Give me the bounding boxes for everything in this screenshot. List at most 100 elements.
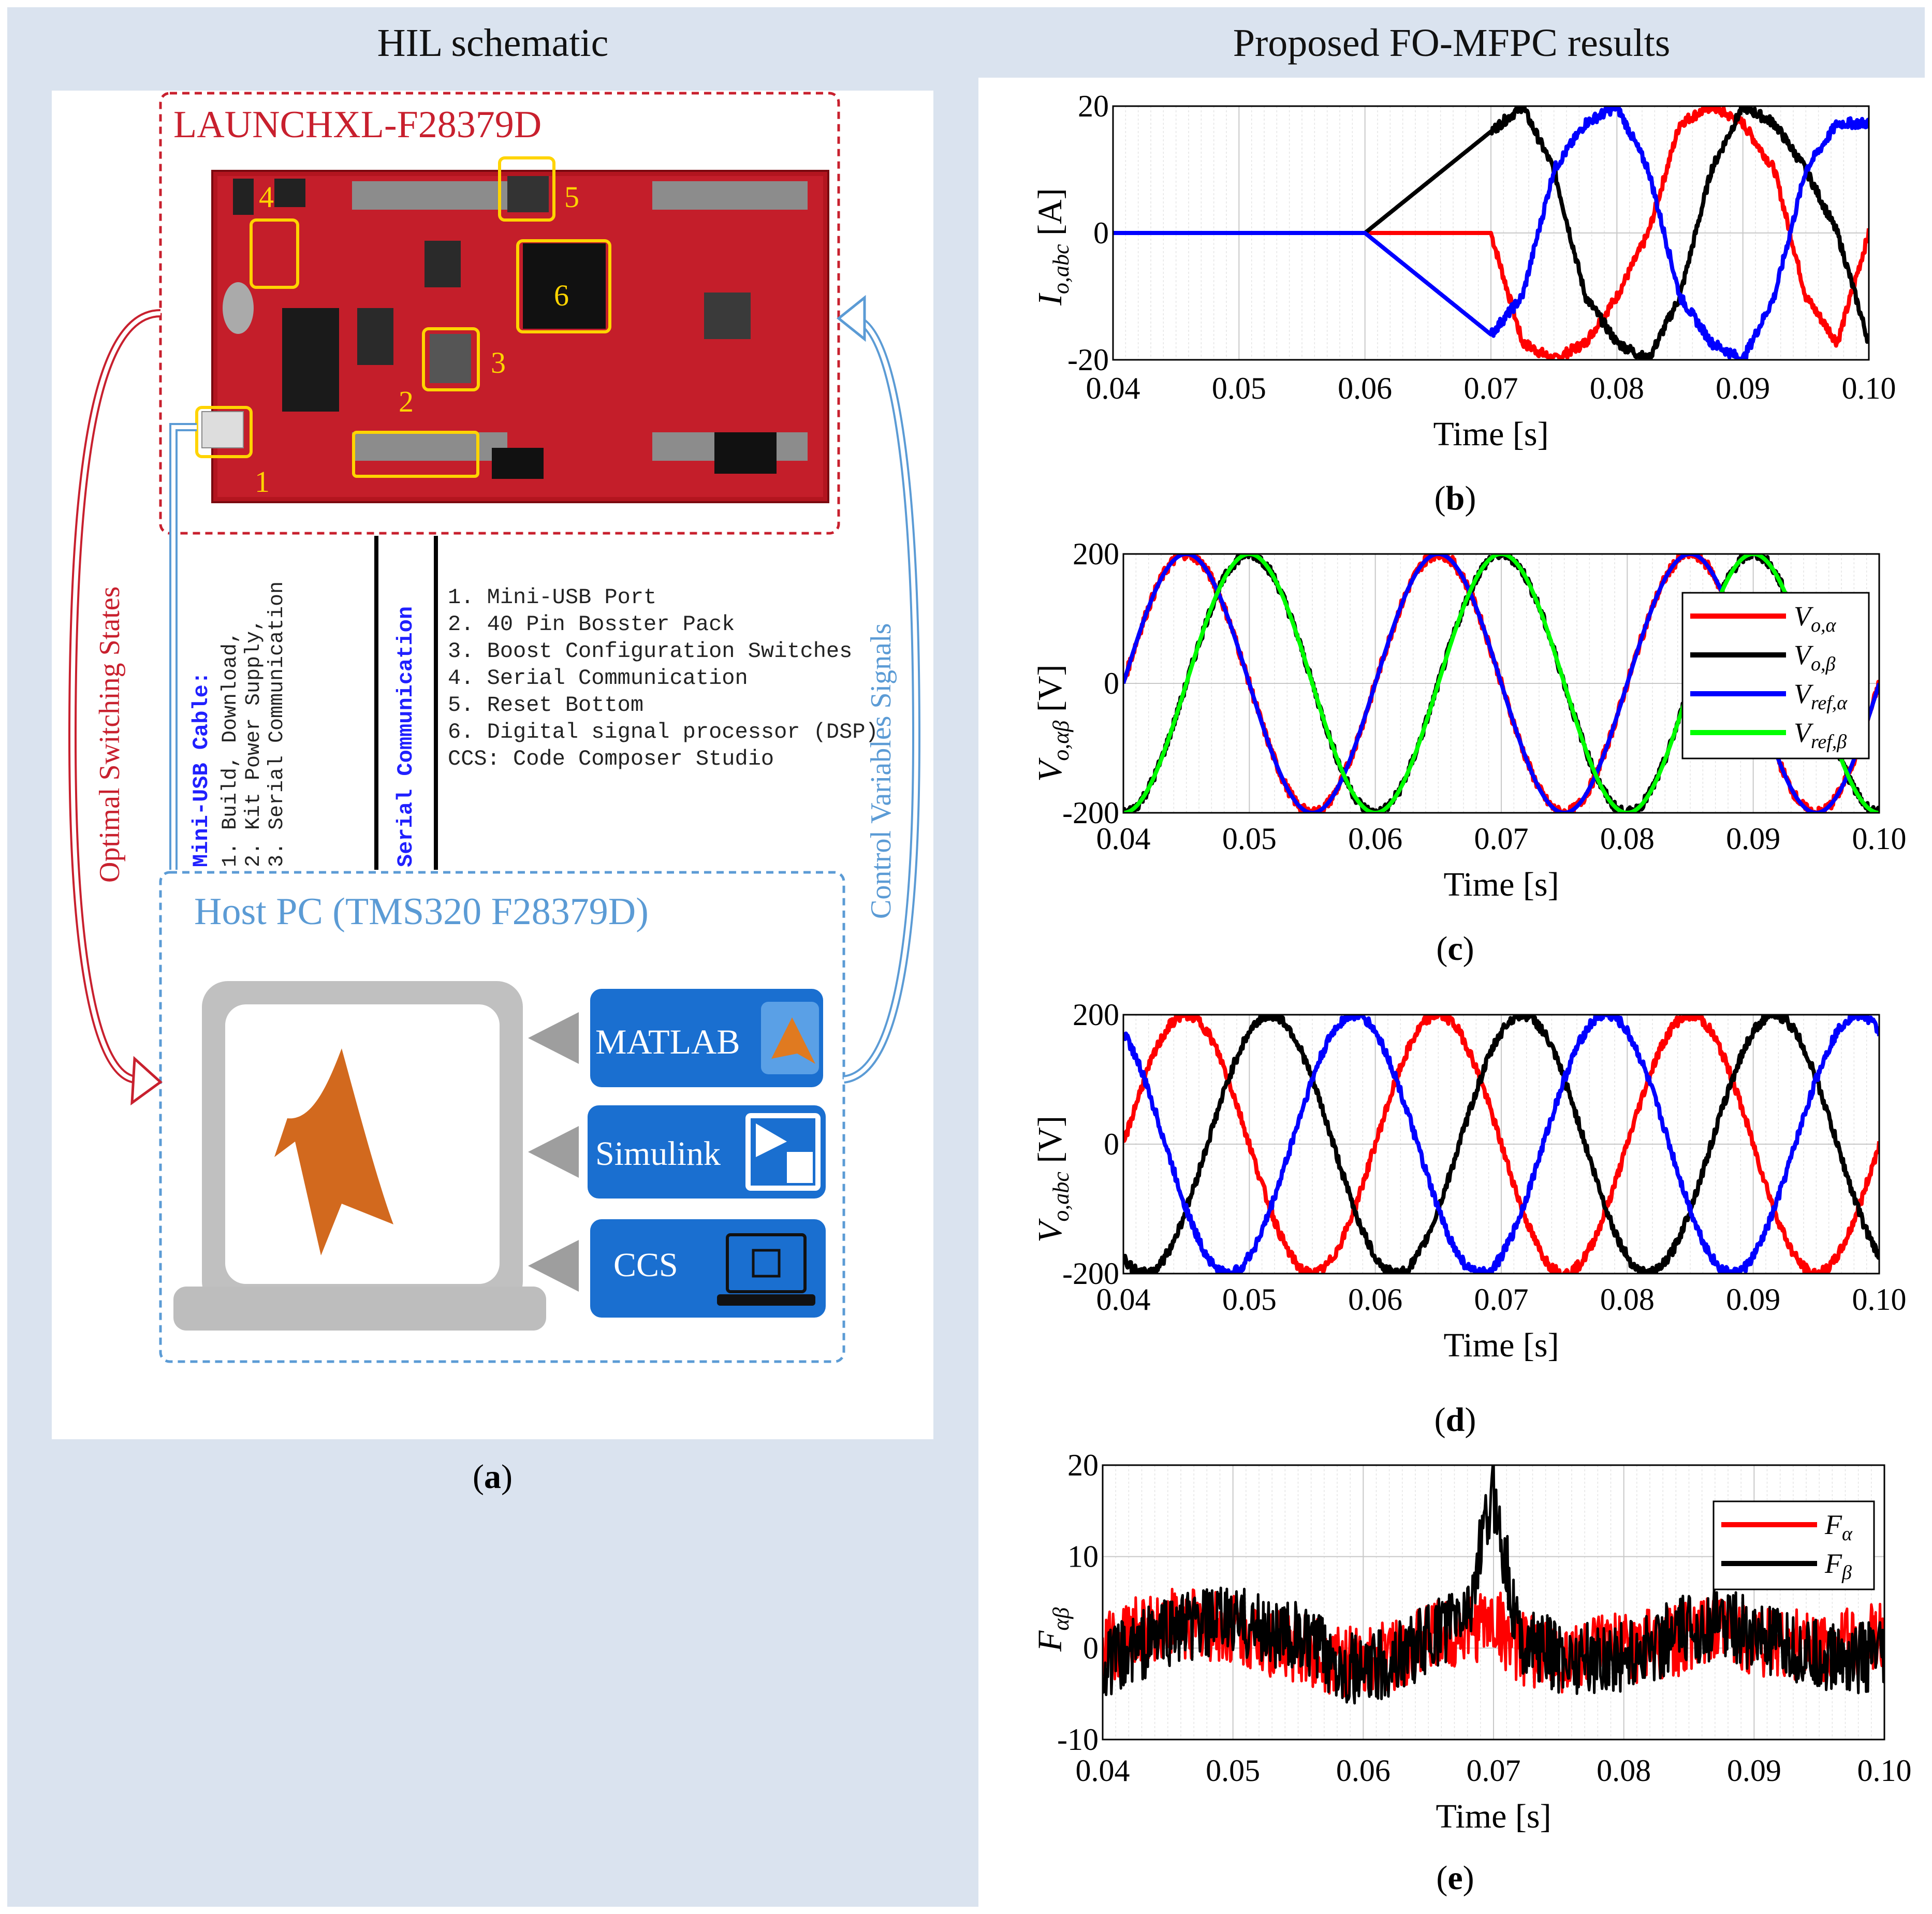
tool-matlab: MATLAB	[590, 989, 823, 1087]
legend-item-3: 3. Boost Configuration Switches	[448, 639, 852, 664]
legend-box	[1713, 1500, 1875, 1590]
legend-item-5: 5. Reset Bottom	[448, 693, 643, 718]
x-tick-label: 0.07	[1474, 822, 1529, 856]
tool-simulink-label: Simulink	[595, 1135, 721, 1173]
x-tick-label: 0.10	[1852, 1282, 1907, 1317]
series-0-line	[1123, 1015, 1879, 1274]
usb-item-3: 3. Serial Communication	[266, 581, 289, 867]
marker-1: 1	[255, 465, 270, 499]
serial-communication-label: Serial Communication	[393, 606, 418, 867]
y-tick-label: 10	[1067, 1540, 1099, 1574]
y-tick-label: 200	[1073, 538, 1119, 571]
hil-schematic-diagram: LAUNCHXL-F28379D 1	[68, 92, 921, 1363]
legend-item-1: 1. Mini-USB Port	[448, 585, 656, 610]
x-tick-label: 0.09	[1716, 371, 1770, 405]
caption-e: (e)	[1436, 1859, 1474, 1897]
left-panel-title: HIL schematic	[377, 21, 609, 65]
optimal-switching-label: Optimal Switching States	[94, 587, 126, 883]
host-pc-boundary	[159, 871, 845, 1363]
tool-ccs-label: CCS	[613, 1246, 678, 1284]
legend-label: Fβ	[1824, 1548, 1852, 1584]
x-tick-label: 0.04	[1076, 1754, 1130, 1788]
legend-label: Vref,β	[1794, 717, 1847, 753]
x-tick-label: 0.04	[1096, 822, 1151, 856]
chart-b-ylabel: Io,abc [A]	[1031, 188, 1074, 306]
usb-item-2: 2. Kit Power Supply,	[242, 619, 266, 867]
chart-e-series	[1103, 1465, 1884, 1705]
x-tick-label: 0.06	[1348, 1282, 1402, 1317]
x-tick-label: 0.10	[1857, 1754, 1912, 1788]
x-tick-label: 0.05	[1222, 822, 1277, 856]
control-signals-arrow	[836, 295, 921, 1084]
arrow-simulink-icon	[528, 1126, 579, 1178]
results-area	[978, 78, 1932, 1907]
legend-label: Fα	[1824, 1509, 1853, 1545]
launchpad-board-image	[195, 156, 829, 503]
chart-d-series	[1123, 1015, 1879, 1274]
caption-b: (b)	[1434, 479, 1476, 517]
marker-2: 2	[399, 385, 414, 418]
x-tick-label: 0.09	[1727, 1754, 1781, 1788]
tool-simulink: Simulink	[588, 1105, 826, 1199]
caption-d: (d)	[1434, 1401, 1476, 1439]
legend-item-ccs: CCS: Code Composer Studio	[448, 747, 774, 771]
chart-e-xlabel: Time [s]	[1436, 1798, 1551, 1835]
chart-e-frame	[1102, 1464, 1885, 1741]
y-tick-label: -10	[1057, 1722, 1099, 1757]
caption-c: (c)	[1436, 930, 1474, 968]
x-tick-label: 0.07	[1467, 1754, 1521, 1788]
series-vo-line	[1123, 554, 1879, 813]
legend-label: Vo,α	[1794, 601, 1837, 636]
x-tick-label: 0.07	[1474, 1282, 1529, 1317]
arrow-ccs-icon	[528, 1240, 579, 1292]
laptop-chip-icon	[717, 1233, 815, 1306]
board-markers: 1 2 3 4 5 6	[255, 180, 579, 499]
x-tick-label: 0.07	[1464, 371, 1518, 405]
x-tick-label: 0.08	[1600, 822, 1655, 856]
y-tick-label: 0	[1083, 1631, 1099, 1665]
chart-c-xlabel: Time [s]	[1443, 866, 1559, 903]
x-tick-label: 0.09	[1726, 1282, 1780, 1317]
tool-ccs: CCS	[590, 1219, 826, 1318]
board-title: LAUNCHXL-F28379D	[173, 104, 541, 146]
chart-c-ylabel: Vo,αβ [V]	[1031, 665, 1074, 782]
chart-e-yticks: -10 0 10 20	[1057, 1450, 1099, 1757]
chart-d-frame	[1122, 1014, 1880, 1275]
series-2-line	[1123, 1015, 1879, 1274]
y-tick-label: 200	[1073, 999, 1119, 1032]
x-tick-label: 0.08	[1600, 1282, 1655, 1317]
chart-b-series	[1113, 106, 1869, 360]
series-f-line	[1103, 1465, 1884, 1705]
legend-label: Vo,β	[1794, 639, 1836, 675]
marker-5: 5	[564, 180, 579, 214]
x-tick-label: 0.10	[1842, 371, 1896, 405]
y-tick-label: 0	[1104, 1127, 1119, 1161]
x-tick-label: 0.04	[1096, 1282, 1151, 1317]
chart-e-ylabel: Fαβ	[1031, 1608, 1074, 1652]
chart-d-ylabel: Vo,abc [V]	[1031, 1116, 1074, 1243]
caption-a: (a)	[473, 1458, 513, 1496]
marker-4: 4	[259, 180, 274, 214]
x-tick-label: 0.05	[1206, 1754, 1260, 1788]
y-tick-label: 20	[1067, 1450, 1099, 1482]
x-tick-label: 0.06	[1336, 1754, 1391, 1788]
series-1-line	[1123, 1015, 1879, 1274]
legend-item-4: 4. Serial Communication	[448, 666, 748, 691]
marker-6: 6	[554, 279, 569, 312]
control-signals-label: Control Variables Signals	[865, 623, 897, 919]
chart-d-xlabel: Time [s]	[1443, 1326, 1559, 1364]
chart-b-xlabel: Time [s]	[1433, 415, 1548, 450]
y-tick-label: -200	[1062, 796, 1119, 830]
y-tick-label: 0	[1093, 216, 1109, 250]
y-tick-label: -20	[1067, 343, 1109, 377]
